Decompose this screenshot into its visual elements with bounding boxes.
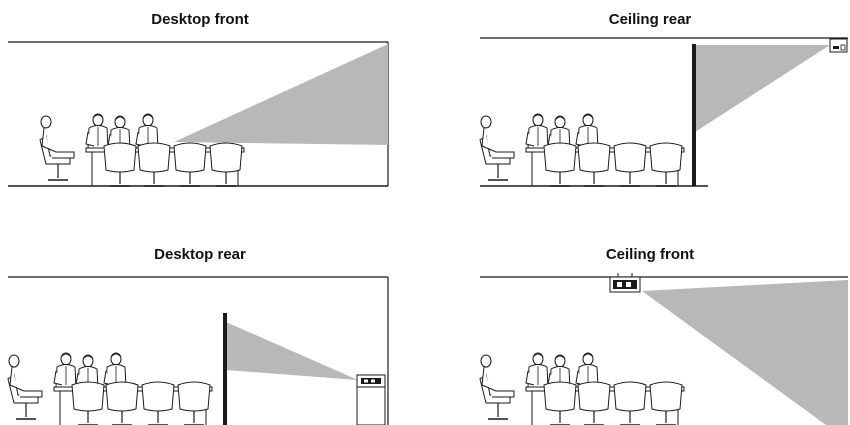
chair-4 <box>650 143 682 186</box>
side-person <box>480 116 514 180</box>
chair-1 <box>544 143 576 186</box>
projector <box>830 39 847 52</box>
audience-group <box>8 353 212 425</box>
ceiling-rear-diagram <box>450 0 850 200</box>
chair-1 <box>544 382 576 425</box>
projector <box>610 273 640 292</box>
chair-3 <box>142 382 174 425</box>
projection-beam <box>174 44 388 145</box>
chair-3 <box>614 143 646 186</box>
chair-3 <box>614 382 646 425</box>
panel-desktop-front: Desktop front <box>0 0 400 200</box>
person-1 <box>526 353 548 387</box>
desktop-rear-diagram <box>0 235 400 425</box>
panel-desktop-rear: Desktop rear <box>0 235 400 423</box>
projection-beam <box>226 322 358 380</box>
chair-3 <box>174 143 206 186</box>
person-1 <box>526 114 548 148</box>
side-person <box>480 355 514 419</box>
screen <box>223 313 227 425</box>
chair-2 <box>106 382 138 425</box>
chair-4 <box>650 382 682 425</box>
projector-stand <box>357 375 385 425</box>
chair-4 <box>210 143 242 186</box>
audience-group <box>480 353 684 425</box>
chair-4 <box>178 382 210 425</box>
person-1 <box>86 114 108 148</box>
screen <box>692 44 696 186</box>
panel-ceiling-rear: Ceiling rear <box>450 0 850 200</box>
chair-2 <box>578 382 610 425</box>
panel-ceiling-front: Ceiling front <box>450 235 850 423</box>
ceiling-front-diagram <box>450 235 850 425</box>
chair-2 <box>578 143 610 186</box>
audience-group <box>480 114 684 186</box>
side-person <box>40 116 74 180</box>
side-person <box>8 355 42 419</box>
chair-1 <box>72 382 104 425</box>
desktop-front-diagram <box>0 0 400 200</box>
chair-1 <box>104 143 136 186</box>
projection-beam <box>695 45 830 132</box>
person-1 <box>54 353 76 387</box>
chair-2 <box>138 143 170 186</box>
